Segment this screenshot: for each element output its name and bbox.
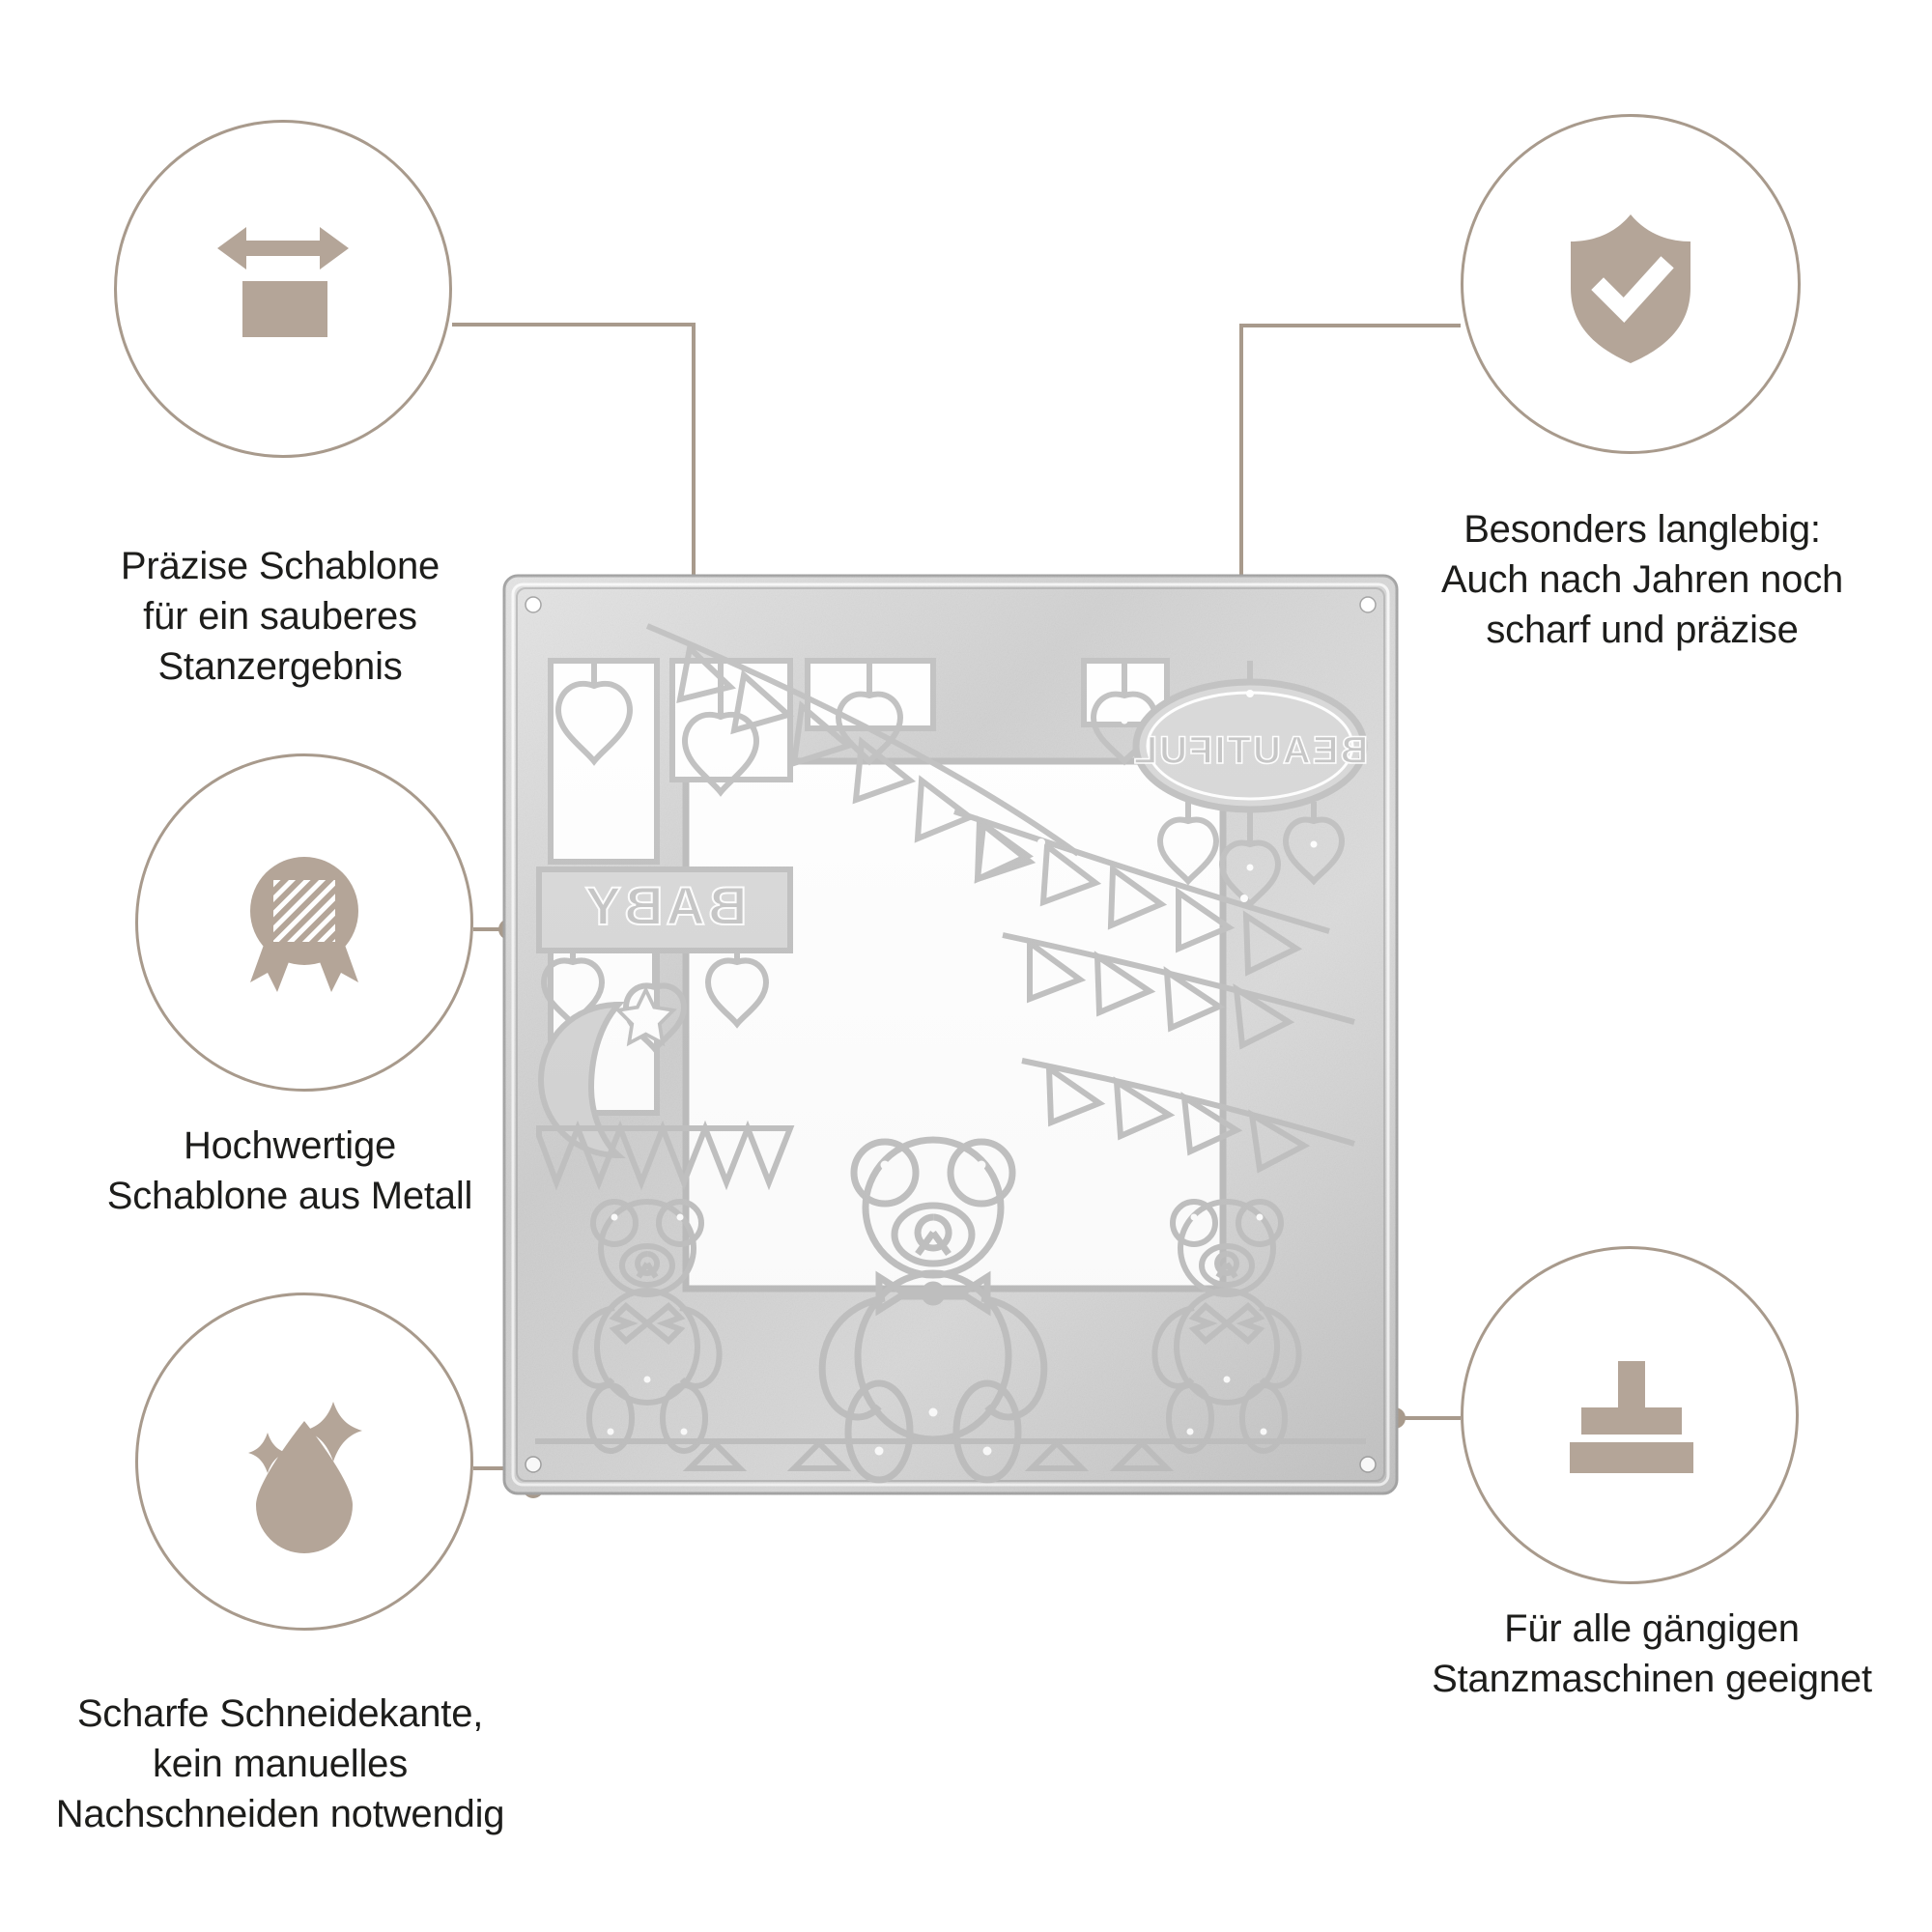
award-medal-icon <box>138 756 470 1089</box>
width-arrow-rectangle-icon <box>117 123 449 455</box>
feature-durable-caption: Besonders langlebig: Auch nach Jahren no… <box>1440 508 1844 651</box>
feature-machines-circle <box>1461 1246 1799 1584</box>
feature-sharp-circle <box>135 1293 473 1631</box>
feature-metal-caption: Hochwertige Schablone aus Metall <box>106 1124 473 1217</box>
water-droplet-sparkle-icon <box>138 1295 470 1628</box>
feature-durable-circle <box>1461 114 1801 454</box>
die-cutting-press-icon <box>1463 1249 1796 1581</box>
feature-machines-caption: Für alle gängigen Stanzmaschinen geeigne… <box>1432 1607 1872 1700</box>
shield-check-icon <box>1463 117 1798 451</box>
product-metal-cutting-die: BABY <box>500 572 1401 1497</box>
feature-precision-caption: Präzise Schablone für ein sauberes Stanz… <box>120 545 440 688</box>
feature-precision-circle <box>114 120 452 458</box>
feature-sharp-caption: Scharfe Schneidekante, kein manuelles Na… <box>55 1692 505 1835</box>
feature-metal-circle <box>135 753 473 1092</box>
